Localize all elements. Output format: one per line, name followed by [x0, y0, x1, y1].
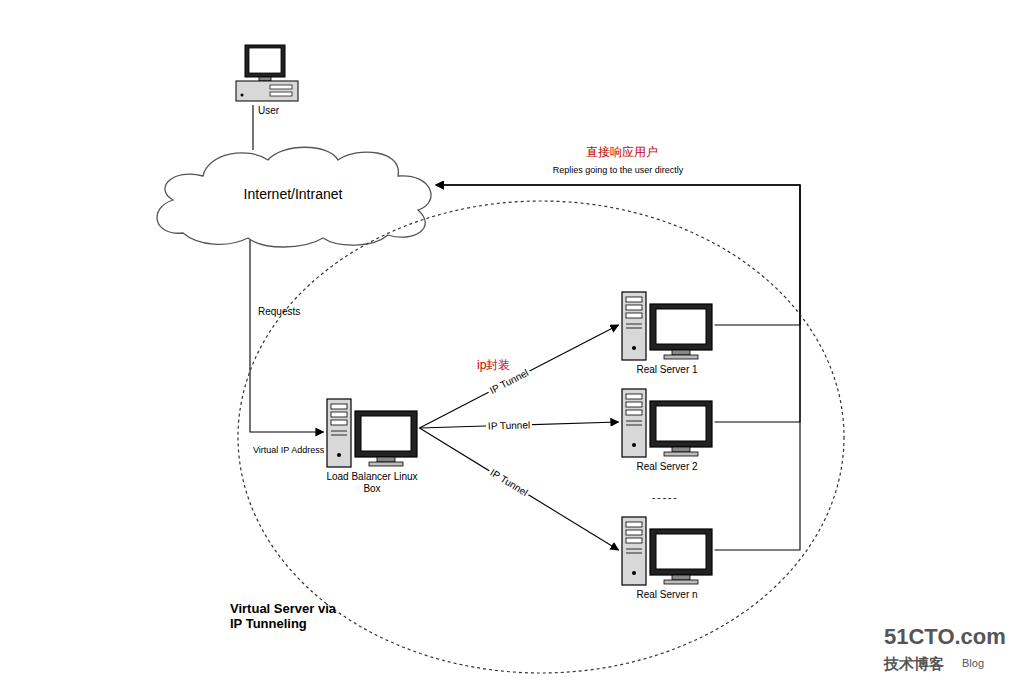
annotation: 直接响应用户	[586, 146, 658, 160]
real-server: Real Server 2	[612, 385, 722, 473]
node-label: Load Balancer Linux Box	[320, 471, 424, 494]
node-label: Real Server 1	[612, 364, 722, 376]
connector	[420, 325, 619, 428]
connector	[252, 105, 253, 150]
watermark: 51CTO.com	[884, 624, 1006, 649]
server-icon	[620, 288, 715, 362]
watermark: Blog	[962, 657, 984, 670]
real-server: Real Server 1	[612, 288, 722, 376]
node-label: User	[230, 105, 305, 117]
real-server: Real Server n	[612, 513, 722, 601]
network-cloud: Internet/Intranet	[143, 138, 443, 248]
connector	[436, 185, 800, 422]
node-label: Internet/Intranet	[143, 186, 443, 202]
connector	[436, 185, 800, 325]
user-computer: User	[230, 43, 305, 117]
node-label: Real Server n	[612, 589, 722, 601]
server-icon	[620, 385, 715, 459]
ellipsis-mark: -----	[652, 492, 679, 504]
server-icon	[620, 513, 715, 587]
edge-label: Replies going to the user directly	[551, 166, 686, 176]
connector	[250, 238, 324, 432]
load-balancer: Load Balancer Linux Box	[320, 395, 424, 494]
connector	[436, 185, 800, 550]
node-label: Real Server 2	[612, 461, 722, 473]
edge-label: IP Tunnel	[486, 419, 532, 431]
connector	[420, 428, 619, 550]
vip-label: Virtual IP Address	[253, 445, 324, 455]
desktop-icon	[230, 43, 300, 105]
edge-label: IP Tunnel	[487, 466, 532, 499]
edge-label: Requests	[256, 306, 302, 317]
server-icon	[325, 395, 420, 469]
virtual-server-region: Virtual Server via IP TunnelingLoad Bala…	[235, 198, 847, 676]
watermark: 技术博客	[884, 655, 944, 672]
annotation: ip封装	[477, 359, 510, 373]
node-label: Virtual Server via IP Tunneling	[230, 602, 342, 632]
